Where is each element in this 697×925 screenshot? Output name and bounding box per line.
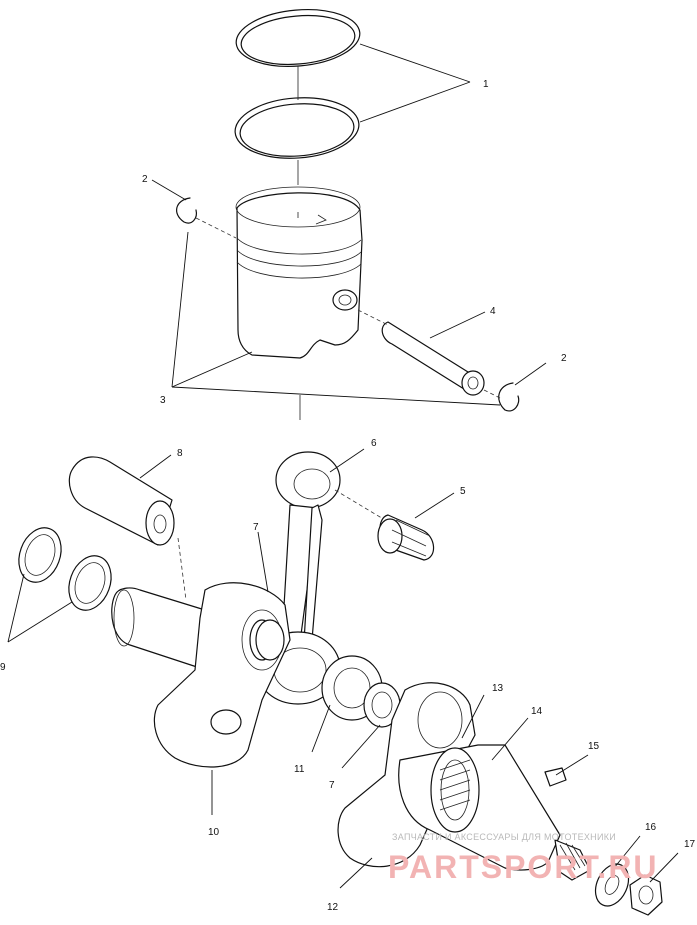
- callout-11: 11: [294, 764, 305, 775]
- shim-left-outer: [18, 527, 62, 583]
- nut: [629, 874, 663, 916]
- callout-14: 14: [531, 706, 543, 717]
- crankshaft-thread: [554, 839, 591, 881]
- callout-2-left: 2: [142, 174, 148, 185]
- callout-15: 15: [588, 741, 600, 752]
- circlip-right: [498, 382, 520, 412]
- piston-pin: [381, 321, 485, 396]
- callout-10: 10: [208, 827, 220, 838]
- crank-pin: [68, 456, 175, 546]
- callout-labels: 1 2 2 3 4 5 6 7 7 8 9 10 11 12 13 14 15 …: [0, 79, 696, 913]
- piston-ring-upper: [235, 8, 361, 68]
- callout-1: 1: [483, 79, 489, 90]
- watermark: ЗАПЧАСТИ И АКСЕССУАРЫ ДЛЯ МОТОТЕХНИКИ PA…: [388, 832, 659, 885]
- circlip-left: [176, 197, 197, 224]
- shim-left-inner: [68, 555, 112, 611]
- callout-2-right: 2: [561, 353, 567, 364]
- callout-9: 9: [0, 662, 6, 673]
- callout-7-upper: 7: [253, 522, 259, 533]
- callout-6: 6: [371, 438, 377, 449]
- washer: [594, 863, 630, 907]
- callout-3: 3: [160, 395, 166, 406]
- leader-lines: [7, 43, 679, 889]
- crankshaft-left-half: [111, 582, 291, 768]
- crankshaft-right-half: [337, 682, 561, 871]
- watermark-caption: ЗАПЧАСТИ И АКСЕССУАРЫ ДЛЯ МОТОТЕХНИКИ: [392, 832, 616, 842]
- callout-16: 16: [645, 822, 657, 833]
- callout-17: 17: [684, 839, 696, 850]
- watermark-site: PARTSPORT.RU: [388, 849, 659, 885]
- callout-4: 4: [490, 306, 496, 317]
- callout-5: 5: [460, 486, 466, 497]
- callout-8: 8: [177, 448, 183, 459]
- needle-bearing: [377, 514, 435, 561]
- piston: [235, 186, 363, 359]
- piston-ring-lower: [234, 97, 360, 159]
- callout-12: 12: [327, 902, 339, 913]
- callout-7-lower: 7: [329, 780, 335, 791]
- callout-13: 13: [492, 683, 504, 694]
- oil-seal-left: [255, 619, 285, 661]
